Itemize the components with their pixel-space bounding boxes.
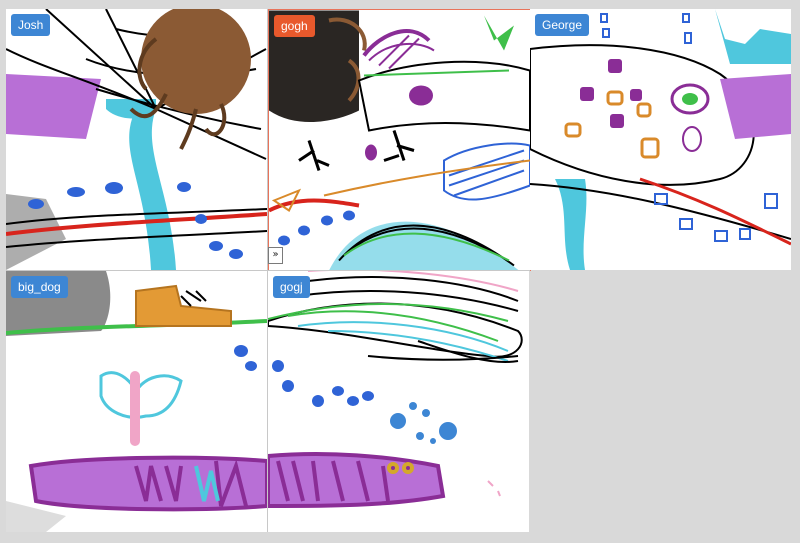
- drawing-george: [530, 9, 791, 270]
- drawing-big-dog: [6, 271, 267, 532]
- user-label-gogh: gogh: [274, 15, 315, 37]
- tile-george[interactable]: George: [530, 9, 791, 270]
- user-label-gogj: gogj: [273, 276, 310, 298]
- user-label-josh: Josh: [11, 14, 51, 36]
- drawing-josh: [6, 9, 267, 270]
- tile-big-dog[interactable]: big_dog: [6, 271, 267, 532]
- user-label-george: George: [535, 14, 590, 36]
- tile-gogj[interactable]: gogj: [268, 271, 529, 532]
- drawing-gogh: [269, 10, 530, 270]
- user-label-big-dog: big_dog: [11, 276, 68, 298]
- tile-gogh[interactable]: gogh: [268, 9, 531, 271]
- drawing-gogj: [268, 271, 523, 508]
- expand-button[interactable]: »: [268, 247, 283, 264]
- tile-josh[interactable]: Josh: [6, 9, 267, 270]
- grid-divider: [6, 270, 530, 271]
